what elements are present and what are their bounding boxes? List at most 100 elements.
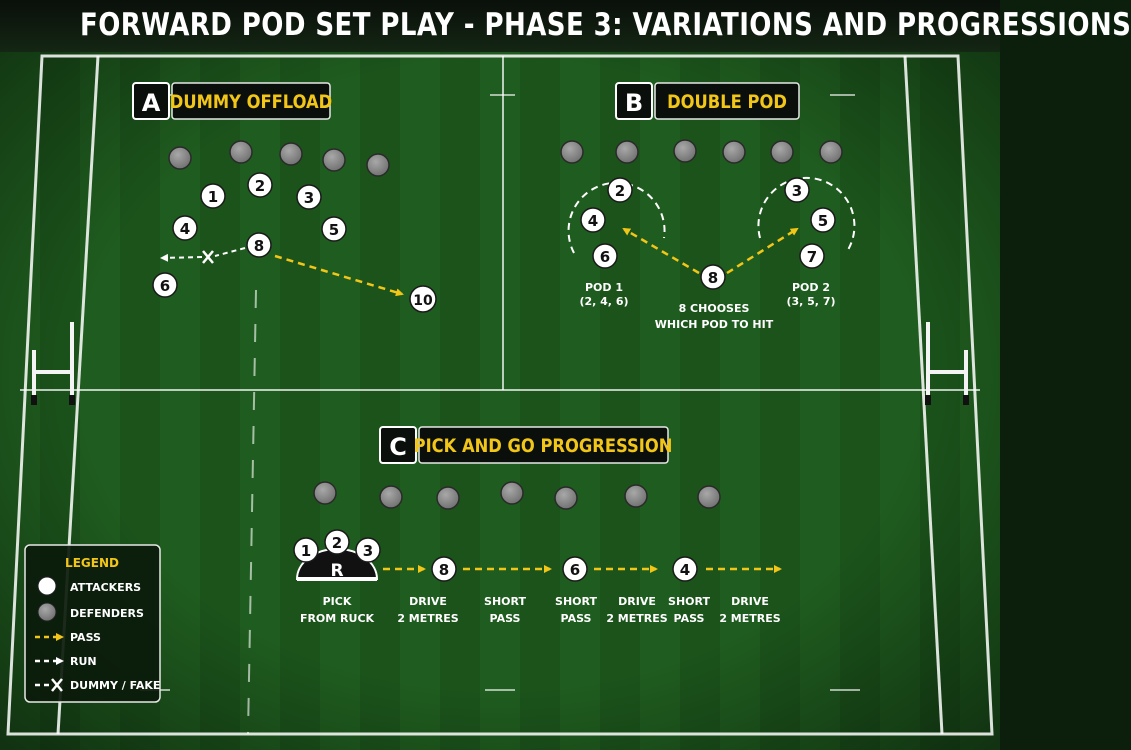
step-label: DRIVE (618, 595, 656, 608)
panel-b-header: B DOUBLE POD (615, 82, 800, 120)
defender (819, 140, 843, 164)
defender (500, 481, 524, 505)
svg-text:6: 6 (570, 561, 580, 579)
step-label: PASS (674, 612, 705, 625)
defender (770, 140, 794, 164)
legend-item: DUMMY / FAKE (70, 679, 160, 692)
panel-a-defenders (168, 140, 390, 177)
attacker: 6 (152, 272, 178, 298)
panel-b-letter: B (625, 89, 643, 117)
panel-b-passes (622, 227, 799, 275)
panel-b-labels: POD 1 (2, 4, 6) POD 2 (3, 5, 7) 8 CHOOSE… (579, 281, 835, 331)
panel-a-movement (160, 247, 404, 297)
step-label: PASS (490, 612, 521, 625)
panel-a-letter: A (142, 89, 161, 117)
legend-dummy-x (51, 678, 63, 692)
defender (313, 481, 337, 505)
svg-text:1: 1 (301, 542, 311, 560)
pod-2-players: 3 5 7 (784, 177, 836, 269)
legend-item: DEFENDERS (70, 607, 144, 620)
svg-text:5: 5 (329, 221, 339, 239)
svg-text:6: 6 (160, 277, 170, 295)
attacker: 8 (246, 232, 272, 258)
defender (366, 153, 390, 177)
attacker: 1 (293, 537, 319, 563)
defender (379, 485, 403, 509)
step-label: 2 METRES (397, 612, 458, 625)
defender (229, 140, 253, 164)
attacker: 6 (592, 243, 618, 269)
ball-carrier: 8 (700, 264, 726, 290)
svg-text:2: 2 (615, 182, 625, 200)
pitch-markings (6, 54, 994, 736)
svg-text:4: 4 (680, 561, 690, 579)
defender (560, 140, 584, 164)
svg-text:7: 7 (807, 248, 817, 266)
step-label: SHORT (484, 595, 526, 608)
pod-1-players: 2 4 6 (580, 177, 633, 269)
svg-text:1: 1 (208, 188, 218, 206)
ruck: R 1 2 3 (293, 529, 381, 581)
pass-arrow (274, 254, 404, 297)
attacker: 5 (321, 216, 347, 242)
attacker: 4 (172, 215, 198, 241)
svg-text:6: 6 (600, 248, 610, 266)
defender (624, 484, 648, 508)
step-label: 2 METRES (606, 612, 667, 625)
svg-text:5: 5 (818, 212, 828, 230)
legend-item: RUN (70, 655, 97, 668)
defender (722, 140, 746, 164)
svg-text:2: 2 (255, 177, 265, 195)
attacker: 3 (355, 537, 381, 563)
attacker: 2 (607, 177, 633, 203)
svg-text:3: 3 (792, 182, 802, 200)
panel-c-defenders (313, 481, 721, 510)
svg-text:3: 3 (363, 542, 373, 560)
goal-posts-right (925, 322, 969, 405)
pod-1-label: POD 1 (585, 281, 623, 294)
step-label: DRIVE (409, 595, 447, 608)
defender (615, 140, 639, 164)
attacker: 4 (672, 556, 698, 582)
svg-text:3: 3 (304, 189, 314, 207)
panel-b-heading: DOUBLE POD (667, 92, 787, 113)
pitch-svg: A DUMMY OFFLOAD 1 2 3 4 (0, 0, 1000, 750)
attacker: 2 (247, 172, 273, 198)
panel-c-letter: C (389, 433, 407, 461)
legend-item: ATTACKERS (70, 581, 141, 594)
defender (322, 148, 346, 172)
legend-title: LEGEND (65, 556, 119, 570)
pod-outlines (567, 176, 856, 254)
pod-1-members: (2, 4, 6) (579, 295, 628, 308)
step-label: SHORT (555, 595, 597, 608)
defender (673, 139, 697, 163)
legend-defender-swatch (37, 602, 57, 622)
panel-a: A DUMMY OFFLOAD 1 2 3 4 (132, 82, 437, 313)
panel-a-attackers: 1 2 3 4 5 8 6 10 (152, 172, 437, 313)
pass-arrow (622, 227, 700, 275)
svg-text:8: 8 (708, 269, 718, 287)
pod-1-outline (567, 181, 666, 254)
title-bar: FORWARD POD SET PLAY - PHASE 3: VARIATIO… (0, 0, 1131, 52)
attacker: 4 (580, 207, 606, 233)
panel-c-step-labels: PICK FROM RUCK DRIVE 2 METRES SHORT PASS… (300, 595, 781, 625)
panel-c: C PICK AND GO PROGRESSION R 1 2 3 (293, 426, 782, 625)
attacker: 3 (784, 177, 810, 203)
svg-text:8: 8 (439, 561, 449, 579)
pod-2-members: (3, 5, 7) (786, 295, 835, 308)
svg-text:10: 10 (413, 293, 433, 309)
svg-text:4: 4 (180, 220, 190, 238)
attacker: 5 (810, 207, 836, 233)
defender (168, 146, 192, 170)
legend-attacker-swatch (37, 576, 57, 596)
panel-b-caption-line1: 8 CHOOSES (679, 302, 750, 315)
pod-2-label: POD 2 (792, 281, 830, 294)
panel-c-carriers: 8 6 4 (431, 556, 698, 582)
step-label: DRIVE (731, 595, 769, 608)
panel-b: B DOUBLE POD 2 4 (560, 82, 856, 331)
pitch-vignette (0, 0, 1000, 750)
svg-text:4: 4 (588, 212, 598, 230)
dummy-x-mark (202, 250, 214, 264)
ruck-label: R (330, 561, 343, 581)
